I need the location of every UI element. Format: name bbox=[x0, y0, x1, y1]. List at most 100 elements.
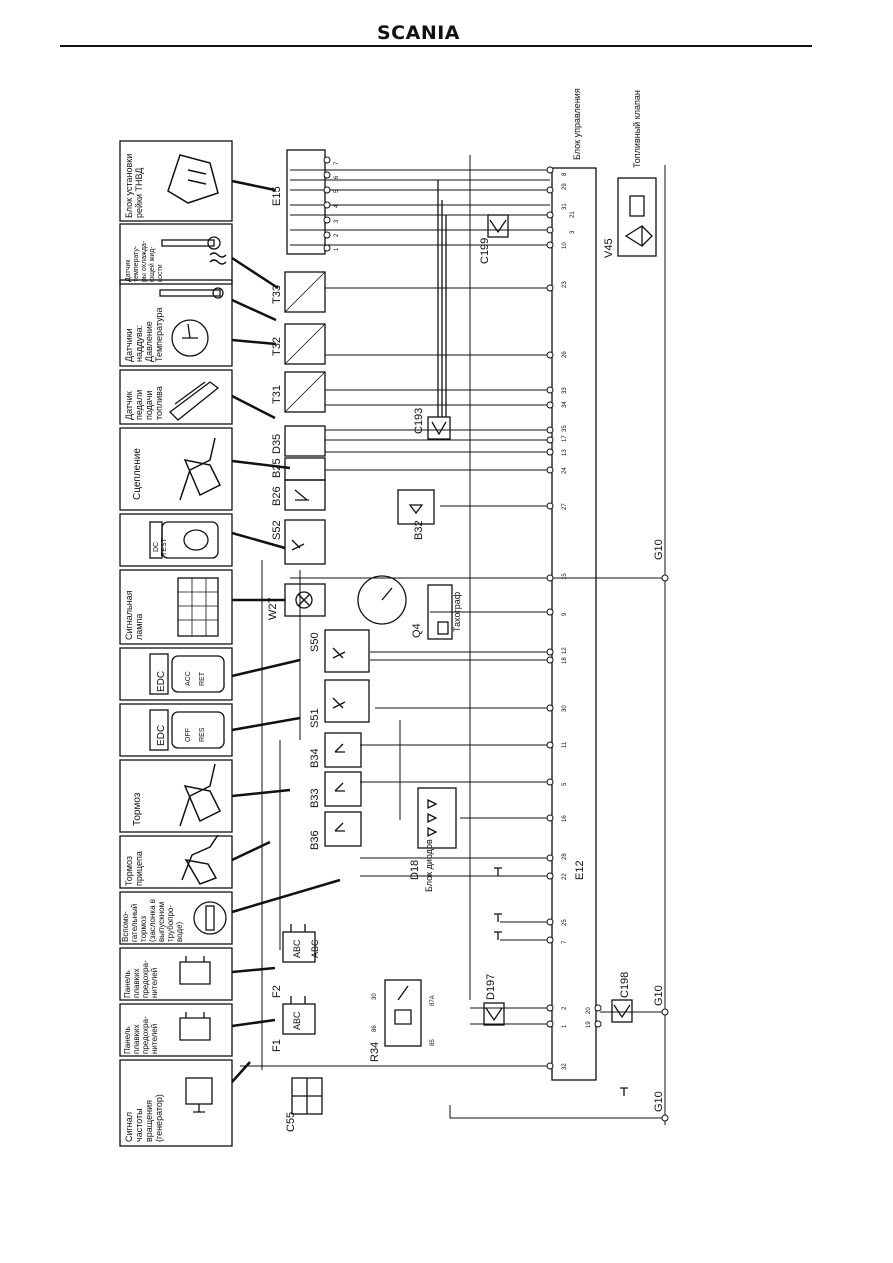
ecu-pin-3: 3 bbox=[570, 230, 576, 234]
panel-text-pedal-sensor: Датчикпедалиподачитоплива bbox=[124, 386, 164, 420]
q4-name: Тахограф bbox=[452, 591, 462, 632]
ecu-e12-box bbox=[551, 167, 597, 1081]
edc-label-1: EDC bbox=[156, 671, 167, 692]
d18-name: Блок диодов bbox=[424, 839, 434, 892]
t32-box bbox=[284, 323, 326, 365]
t33-box bbox=[284, 271, 326, 313]
r34-label: R34 bbox=[369, 1042, 381, 1062]
ecu-pin-32: 32 bbox=[562, 1063, 568, 1070]
e15-pin-1: 1 bbox=[334, 247, 340, 251]
ecu-pin-10: 10 bbox=[562, 242, 568, 249]
ecu-pin-31: 31 bbox=[562, 203, 568, 210]
ecu-pin-1: 1 bbox=[562, 1024, 568, 1028]
b32-label: B32 bbox=[413, 520, 425, 540]
b32-box bbox=[397, 489, 435, 525]
s52-label: S52 bbox=[271, 520, 283, 540]
icon-panel-warning-lamp bbox=[119, 569, 285, 645]
ecu-pin-21: 21 bbox=[570, 211, 576, 218]
ecu-pin-12: 12 bbox=[562, 647, 568, 654]
relay-30: 30 bbox=[372, 993, 378, 1000]
panel-text-generator: Сигналчастотывращения(генератор) bbox=[124, 1094, 164, 1142]
b34-box bbox=[324, 732, 362, 768]
f2-box bbox=[282, 931, 316, 963]
edc-acc-label: ACC bbox=[185, 671, 192, 686]
icon-panel-fuse-panel-1 bbox=[119, 1003, 276, 1057]
g10-label-1: G10 bbox=[653, 539, 665, 560]
ecu-pin-26: 26 bbox=[562, 351, 568, 358]
e15-box bbox=[286, 149, 326, 255]
c193-box bbox=[427, 416, 451, 440]
ecu-pin-35: 35 bbox=[562, 425, 568, 432]
test-label: TEST bbox=[161, 537, 168, 556]
c199-label: C199 bbox=[479, 238, 491, 264]
ecu-pin-29: 29 bbox=[562, 183, 568, 190]
w27-box bbox=[284, 583, 326, 617]
g10-label-2: G10 bbox=[653, 985, 665, 1006]
ecu-pin-7: 7 bbox=[562, 940, 568, 944]
icon-panel-fuse-panel-2 bbox=[119, 947, 276, 1001]
g10-label-3: G10 bbox=[653, 1091, 665, 1112]
icon-panel-boost-sensors bbox=[119, 279, 277, 367]
icon-panel-trailer-brake bbox=[119, 834, 271, 889]
icon-panel-pump-rack bbox=[119, 140, 276, 222]
header-rule bbox=[60, 45, 812, 47]
ecu-pin-34: 34 bbox=[562, 401, 568, 408]
d197-box bbox=[483, 1002, 505, 1026]
e15-pin-3: 3 bbox=[334, 219, 340, 223]
v45-box bbox=[617, 177, 657, 257]
v45-label: V45 bbox=[603, 238, 615, 258]
relay-87a: 87A bbox=[430, 995, 436, 1006]
ecu-pin-8: 8 bbox=[562, 172, 568, 176]
c193-label: C193 bbox=[413, 408, 425, 434]
panel-text-boost-sensors: Датчикинаддува:ДавлениеТемпература bbox=[124, 307, 164, 362]
ecu-pin-23: 23 bbox=[562, 281, 568, 288]
ecu-pin-33: 33 bbox=[562, 387, 568, 394]
panel-text-trailer-brake: Тормозприцепа bbox=[124, 851, 144, 886]
ecu-pin-19: 19 bbox=[586, 1021, 592, 1028]
e15-pin-6: 6 bbox=[334, 175, 340, 179]
panel-text-brake: Тормоз bbox=[132, 792, 143, 826]
panel-text-coolant-sensor: Датчиктемперату-ры охлажда-ющей жид-кост… bbox=[125, 240, 164, 282]
c198-box bbox=[611, 999, 633, 1023]
ecu-pin-25: 25 bbox=[562, 919, 568, 926]
edc-ret-label: RET bbox=[199, 671, 206, 686]
e15-pin-2: 2 bbox=[334, 233, 340, 237]
fuel-valve-name: Топливный клапан bbox=[632, 90, 642, 168]
relay-86: 86 bbox=[372, 1025, 378, 1032]
tacho-dial bbox=[357, 575, 407, 625]
edc-label-2: EDC bbox=[156, 725, 167, 746]
s50-label: S50 bbox=[309, 632, 321, 652]
t32-label: T32 bbox=[271, 337, 283, 356]
panel-text-clutch: Сцепление bbox=[132, 448, 143, 500]
ecu-pin-5: 5 bbox=[562, 782, 568, 786]
q4-label: Q4 bbox=[411, 623, 423, 638]
c199-box bbox=[487, 214, 509, 238]
panel-text-fuse-panel-2: Панельплавкихпредохра-нителей bbox=[123, 960, 159, 998]
t33-label: T33 bbox=[271, 285, 283, 304]
icon-panel-exhaust-brake bbox=[119, 878, 341, 945]
w27-label: W27 bbox=[267, 597, 279, 620]
f2-abc: ABC bbox=[292, 939, 302, 958]
icon-panel-edc-off-res bbox=[119, 703, 301, 757]
ecu-pin-13: 13 bbox=[562, 449, 568, 456]
icon-panel-clutch bbox=[119, 427, 291, 511]
d18-box bbox=[417, 787, 457, 849]
icon-panel-generator bbox=[119, 1059, 251, 1147]
ecu-pin-15: 15 bbox=[562, 573, 568, 580]
t31-box bbox=[284, 371, 326, 413]
d35-label: D35 bbox=[271, 434, 283, 454]
f1-box bbox=[282, 1003, 316, 1035]
ecu-pin-28: 28 bbox=[562, 853, 568, 860]
dc-label: DC bbox=[153, 542, 160, 552]
ecu-pin-2: 2 bbox=[562, 1006, 568, 1010]
f1-label: F1 bbox=[271, 1039, 283, 1052]
edc-res-label: RES bbox=[199, 727, 206, 742]
ecu-pin-30: 30 bbox=[562, 705, 568, 712]
b36-label: B36 bbox=[309, 830, 321, 850]
b25-label: B25 bbox=[271, 458, 283, 478]
e15-pin-4: 4 bbox=[334, 204, 340, 208]
e15-pin-5: 5 bbox=[334, 189, 340, 193]
b34-label: B34 bbox=[309, 748, 321, 768]
q4-box bbox=[427, 584, 453, 640]
